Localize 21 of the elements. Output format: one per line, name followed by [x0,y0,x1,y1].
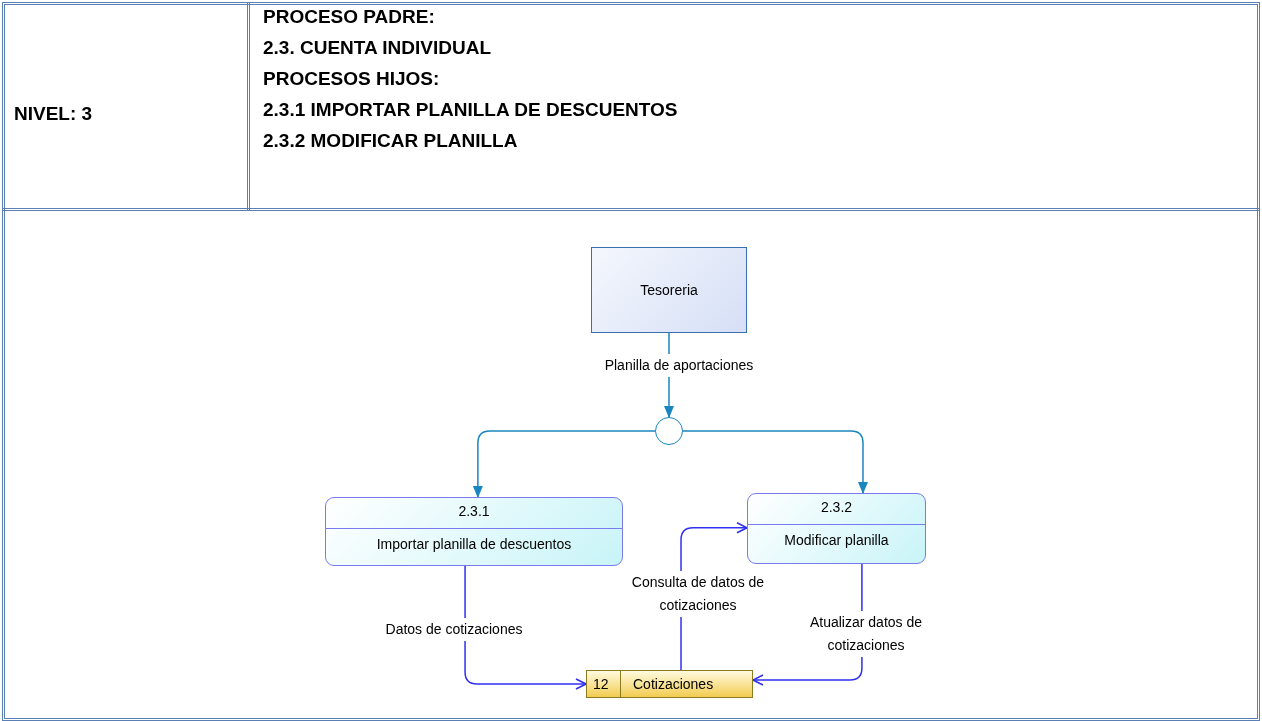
arrow [682,430,868,494]
process-box [747,493,926,564]
external-entity-box [591,247,747,333]
header-text: 2.3.1 IMPORTAR PLANILLA DE DESCUENTOS [263,98,678,122]
entity-name: Tesoreria [640,282,698,298]
data-store [586,670,753,698]
arrow [464,565,587,690]
process-box [325,497,623,566]
arrow [472,430,656,498]
process-number: 2.3.2 [819,499,854,515]
header-text: 2.3. CUENTA INDIVIDUAL [263,36,492,60]
process-number: 2.3.1 [457,503,491,519]
junction-circle [655,417,683,445]
process-name: Modificar planilla [783,532,890,548]
store-number: 12 [593,676,609,692]
store-name: Cotizaciones [633,676,714,692]
level-label: NIVEL: 3 [14,102,93,126]
header-text: PROCESOS HIJOS: [263,67,440,91]
header-text: PROCESO PADRE: [263,5,435,29]
header-text: 2.3.2 MODIFICAR PLANILLA [263,129,518,153]
process-name: Importar planilla de descuentos [375,536,573,552]
